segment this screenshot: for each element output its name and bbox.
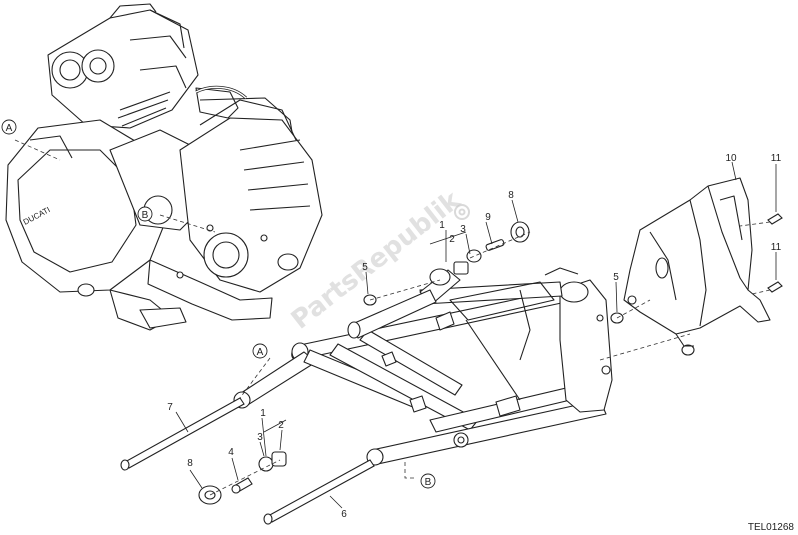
callout-11-top: 11 — [771, 153, 782, 164]
callout-1-top: 1 — [439, 220, 445, 231]
marker-a-label: A — [257, 347, 264, 358]
callout-11-bottom: 11 — [771, 242, 782, 253]
marker-b-top — [137, 206, 153, 222]
marker-b-label: B — [142, 210, 149, 221]
callout-3-top: 3 — [460, 224, 466, 235]
marker-a-top — [1, 119, 17, 135]
rear-bracket — [623, 177, 771, 356]
assembly-lines — [14, 139, 771, 496]
callout-5-right: 5 — [613, 272, 619, 283]
marker-b-bottom — [420, 473, 436, 489]
view-markers — [1, 119, 436, 489]
small-parts — [120, 213, 783, 525]
callout-2-bottom: 2 — [278, 420, 284, 431]
marker-a-bottom — [252, 343, 268, 359]
callout-4: 4 — [228, 447, 234, 458]
callout-10: 10 — [725, 153, 737, 164]
callout-5-left: 5 — [362, 262, 368, 273]
callout-8-bottom: 8 — [187, 458, 193, 469]
leader-lines — [175, 161, 777, 509]
callout-6: 6 — [341, 509, 347, 520]
callout-1-bottom: 1 — [260, 408, 266, 419]
callout-9-top: 9 — [485, 212, 491, 223]
drawing-code: TEL01268 — [747, 522, 794, 533]
spacer-part — [453, 261, 469, 275]
watermark-gear-icon — [454, 204, 470, 220]
callout-7: 7 — [167, 402, 173, 413]
callout-8-top: 8 — [508, 190, 514, 201]
marker-b-label: B — [425, 477, 432, 488]
main-frame — [233, 267, 613, 466]
callout-3-bottom: 3 — [257, 432, 263, 443]
marker-a-label: A — [6, 123, 13, 134]
engine-assembly: DUCATI — [5, 3, 323, 331]
callout-2-top: 2 — [449, 234, 455, 245]
